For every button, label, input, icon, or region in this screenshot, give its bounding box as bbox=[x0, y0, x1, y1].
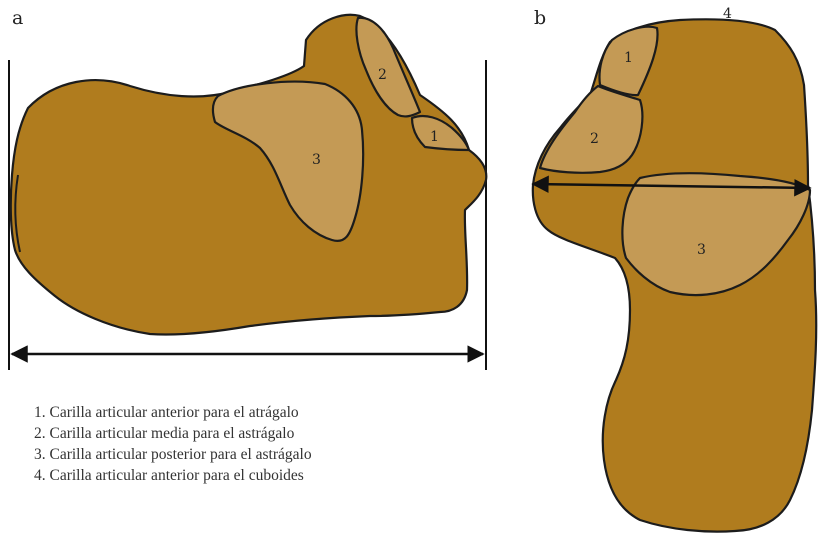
panel-b: b 4 1 2 3 bbox=[533, 6, 816, 532]
panel-a: a 2 1 3 bbox=[9, 7, 486, 370]
legend: 1. Carilla articular anterior para el at… bbox=[34, 402, 312, 486]
panel-a-bone-outline bbox=[11, 15, 487, 335]
panel-b-facet-1-label: 1 bbox=[624, 50, 633, 66]
panel-a-facet-1-label: 1 bbox=[430, 129, 439, 145]
legend-item-1: 1. Carilla articular anterior para el at… bbox=[34, 402, 312, 423]
legend-item-3: 3. Carilla articular posterior para el a… bbox=[34, 444, 312, 465]
panel-b-facet-2-label: 2 bbox=[590, 131, 599, 147]
panel-a-letter: a bbox=[12, 7, 23, 29]
panel-a-facet-2-label: 2 bbox=[378, 67, 387, 83]
panel-a-facet-3-label: 3 bbox=[312, 152, 321, 168]
panel-b-facet-3-label: 3 bbox=[697, 242, 706, 258]
panel-b-facet-2 bbox=[540, 86, 642, 173]
legend-item-2: 2. Carilla articular media para el astrá… bbox=[34, 423, 312, 444]
panel-b-letter: b bbox=[534, 7, 546, 29]
legend-item-4: 4. Carilla articular anterior para el cu… bbox=[34, 465, 312, 486]
